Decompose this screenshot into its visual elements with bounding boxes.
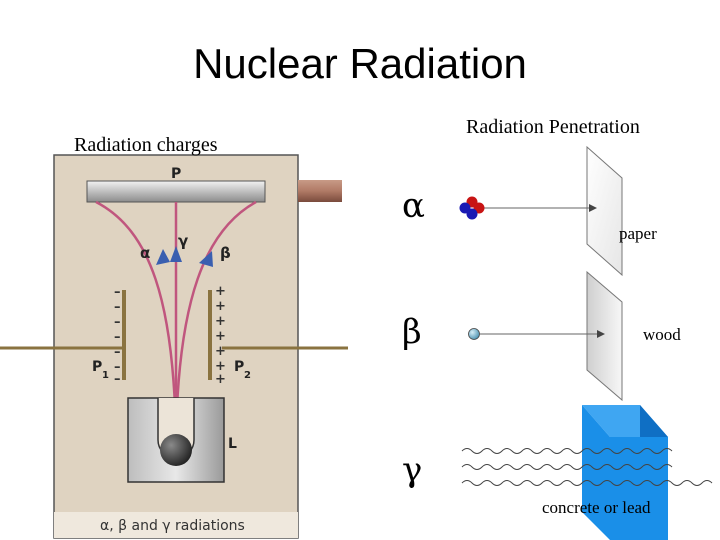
paper-sheet	[586, 145, 623, 277]
slide-title: Nuclear Radiation	[193, 40, 527, 87]
plate-p2-label: P	[234, 359, 244, 375]
minus-sign: –	[114, 300, 121, 315]
plus-sign: +	[215, 372, 226, 387]
beta-arrow-head	[199, 251, 213, 267]
plate-p2-subscript: 2	[244, 370, 251, 381]
paper-label: paper	[619, 224, 657, 243]
gamma-waves	[461, 448, 713, 486]
plus-sign: +	[215, 284, 226, 299]
vacuum-pipe	[298, 180, 342, 202]
alpha-beam-label: α	[140, 244, 150, 262]
alpha-symbol: α	[402, 186, 425, 226]
plate-p1-label: P	[92, 359, 102, 375]
plus-sign: +	[215, 314, 226, 329]
radioactive-source	[160, 434, 192, 466]
plus-sign: +	[215, 299, 226, 314]
beta-beam	[174, 200, 257, 441]
top-plate	[86, 180, 266, 203]
apparatus-caption: α, β and γ radiations	[100, 518, 245, 534]
minus-sign: –	[114, 345, 121, 360]
negative-charges: – – – – – – –	[114, 285, 121, 387]
caption-band	[54, 512, 298, 538]
plate-p1-subscript: 1	[102, 370, 109, 381]
plus-sign: +	[215, 344, 226, 359]
minus-sign: –	[114, 285, 121, 300]
beta-particle	[468, 328, 480, 340]
radiation-charges-heading: Radiation charges	[74, 134, 218, 156]
concrete-label: concrete or lead	[542, 498, 651, 517]
alpha-arrow-head	[156, 249, 170, 265]
wood-sheet	[586, 270, 623, 402]
alpha-beam	[95, 200, 178, 441]
alpha-particle	[459, 196, 485, 220]
gamma-beam-label: γ	[178, 232, 188, 250]
minus-sign: –	[114, 330, 121, 345]
beta-beam-label: β	[220, 244, 231, 262]
concrete-block	[582, 405, 668, 540]
plus-sign: +	[215, 359, 226, 374]
gamma-symbol: γ	[402, 450, 423, 490]
minus-sign: –	[114, 372, 121, 387]
top-plate-label: P	[171, 166, 181, 182]
minus-sign: –	[114, 315, 121, 330]
gamma-arrow-head	[170, 246, 182, 262]
positive-charges: + + + + + + +	[215, 284, 226, 387]
source-label: L	[228, 436, 237, 452]
radiation-penetration-heading: Radiation Penetration	[466, 116, 640, 138]
wood-label: wood	[643, 325, 681, 344]
beta-symbol: β	[402, 312, 422, 352]
plus-sign: +	[215, 329, 226, 344]
minus-sign: –	[114, 360, 121, 375]
